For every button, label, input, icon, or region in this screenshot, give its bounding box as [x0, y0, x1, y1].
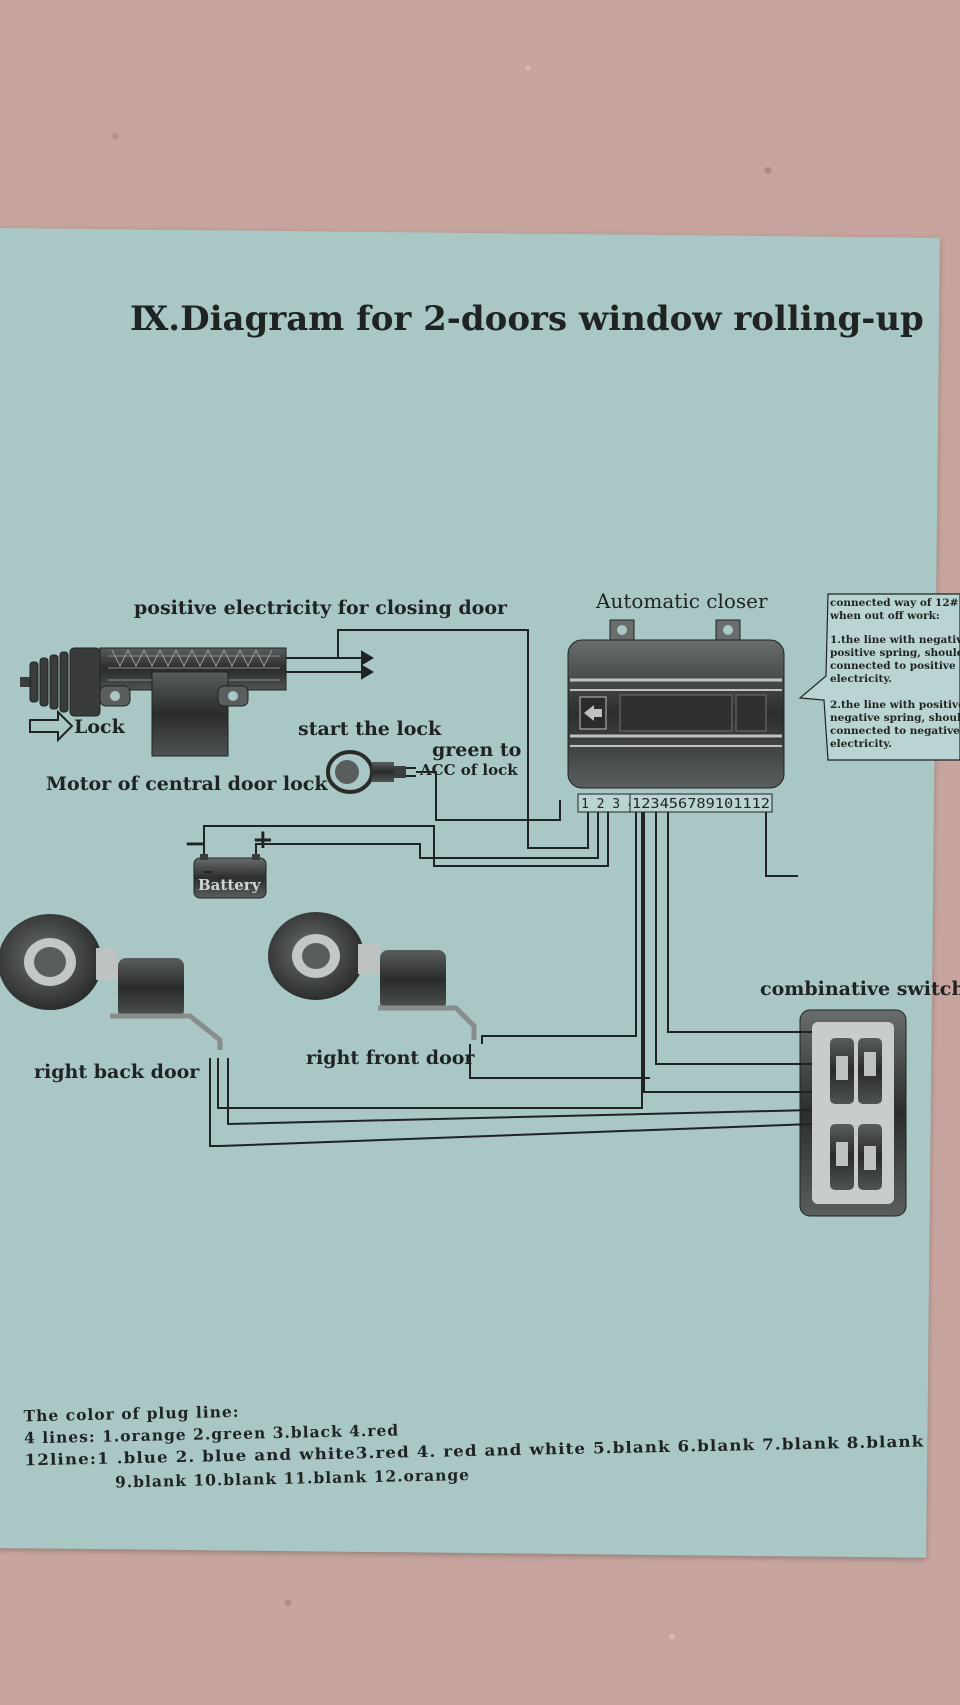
legend-heading: The color of plug line:	[23, 1402, 239, 1426]
right-front-door-motor	[268, 912, 477, 1040]
svg-text:1.the line with negative is: 1.the line with negative is	[830, 634, 960, 646]
pin-strip-4: 1 2 3 4	[577, 793, 636, 813]
svg-text:connected to negative: connected to negative	[830, 725, 960, 737]
right-front-door-label: right front door	[306, 1047, 475, 1069]
svg-text:electricity.: electricity.	[830, 738, 892, 750]
battery-label: Battery	[198, 876, 262, 894]
ignition-key-icon	[326, 750, 416, 794]
battery: Battery	[193, 854, 267, 899]
green-to-label: green to	[432, 739, 521, 761]
acc-of-lock-label: ACC of lock	[419, 761, 518, 779]
svg-text:when out off work:: when out off work:	[829, 610, 940, 622]
start-lock-label: start the lock	[298, 718, 442, 740]
svg-text:positive spring, should be: positive spring, should be	[830, 647, 960, 659]
combinative-switch-label: combinative switch	[760, 978, 960, 1000]
right-back-door-motor	[0, 914, 223, 1050]
automatic-closer-label: Automatic closer	[595, 589, 768, 613]
output-arrows	[285, 629, 589, 849]
central-lock-motor	[20, 647, 287, 757]
battery-minus-sign: −	[184, 829, 206, 859]
svg-text:electricity.: electricity.	[830, 673, 892, 685]
battery-plus-sign: +	[252, 825, 274, 855]
automatic-closer-box	[567, 619, 785, 789]
right-back-door-label: right back door	[34, 1061, 200, 1083]
svg-text:connected to positive: connected to positive	[830, 660, 956, 672]
combinative-switch	[799, 1009, 907, 1217]
window-wires	[209, 812, 813, 1147]
svg-text:negative spring, should be: negative spring, should be	[830, 712, 960, 724]
note-callout: connected way of 12# line when out off w…	[798, 593, 960, 761]
pin-strip-12: 123456789101112	[629, 793, 773, 813]
legend-12-line-cont: 9.blank 10.blank 11.blank 12.orange	[115, 1465, 470, 1491]
motor-label: Motor of central door lock	[46, 773, 328, 795]
svg-text:connected way of 12# line: connected way of 12# line	[830, 597, 960, 609]
svg-text:2.the line with positive is: 2.the line with positive is	[830, 699, 960, 711]
svg-text:123456789101112: 123456789101112	[632, 797, 770, 812]
svg-text:1 2 3 4: 1 2 3 4	[581, 797, 636, 812]
lock-arrow-icon	[29, 709, 74, 743]
plug-line-legend: The color of plug line: 4 lines: 1.orang…	[23, 1402, 924, 1492]
lock-label: Lock	[74, 716, 126, 738]
positive-electricity-label: positive electricity for closing door	[134, 597, 508, 619]
battery-wires	[203, 812, 609, 873]
page-title: Ⅸ.Diagram for 2-doors window rolling-up	[130, 299, 924, 339]
